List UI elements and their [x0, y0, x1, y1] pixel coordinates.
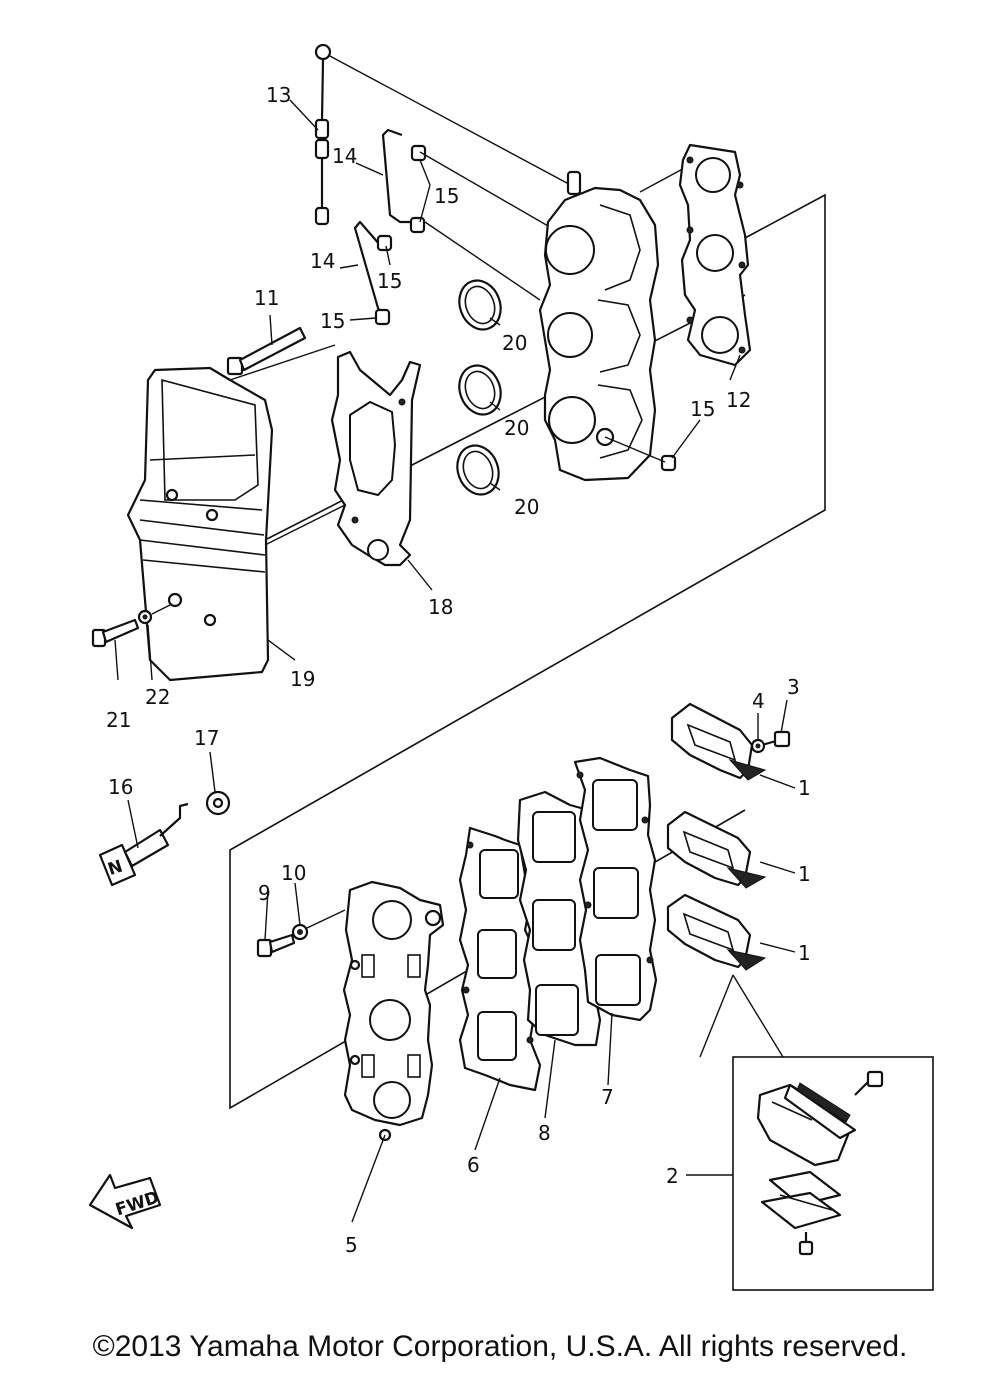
- callout-14-lower: 14: [310, 249, 335, 273]
- callout-15-c: 15: [320, 309, 345, 333]
- part-11-bolt[interactable]: [226, 326, 307, 376]
- part-20-o-rings[interactable]: [451, 275, 508, 501]
- callout-17: 17: [194, 726, 219, 750]
- callout-1-middle: 1: [798, 862, 811, 886]
- callout-9: 9: [258, 881, 271, 905]
- copyright-notice: ©2013 Yamaha Motor Corporation, U.S.A. A…: [92, 1330, 908, 1363]
- callout-3: 3: [787, 675, 800, 699]
- neutral-badge: N: [105, 857, 125, 880]
- part-4-washer[interactable]: [750, 738, 766, 754]
- callout-labels: 13 14 15 14 15 11 15 20 12 15 20 20 18 1…: [106, 83, 811, 1257]
- part-6-gasket[interactable]: [458, 826, 542, 1092]
- part-22-washer[interactable]: [137, 603, 173, 625]
- part-10-washer[interactable]: [291, 909, 346, 941]
- callout-15-a: 15: [434, 184, 459, 208]
- callout-6: 6: [467, 1153, 480, 1177]
- callout-22: 22: [145, 685, 170, 709]
- part-7-gasket[interactable]: [573, 756, 658, 1022]
- part-15-clips[interactable]: [374, 144, 677, 472]
- callout-5: 5: [345, 1233, 358, 1257]
- callout-2: 2: [666, 1164, 679, 1188]
- callout-8: 8: [538, 1121, 551, 1145]
- callout-1-upper: 1: [798, 776, 811, 800]
- callout-11: 11: [254, 286, 279, 310]
- part-9-bolt[interactable]: [256, 933, 296, 958]
- part-17-grommet[interactable]: [205, 790, 231, 816]
- callout-14-upper: 14: [332, 144, 357, 168]
- callout-13: 13: [266, 83, 291, 107]
- callout-21: 21: [106, 708, 131, 732]
- part-13-link-rod[interactable]: [314, 43, 581, 226]
- leader-lines: [114, 99, 796, 1223]
- part-16-neutral-switch[interactable]: [98, 802, 189, 887]
- callout-12: 12: [726, 388, 751, 412]
- callout-19: 19: [290, 667, 315, 691]
- part-1-reed-valve-lower[interactable]: [666, 893, 767, 971]
- callout-4: 4: [752, 689, 765, 713]
- callout-15-d: 15: [690, 397, 715, 421]
- part-3-screw[interactable]: [761, 730, 791, 748]
- fwd-arrow-icon: FWD: [88, 1173, 162, 1230]
- neutral-label: N: [105, 857, 125, 880]
- carburetor-assembly[interactable]: [538, 164, 691, 482]
- callout-20-b: 20: [504, 416, 529, 440]
- callout-18: 18: [428, 595, 453, 619]
- part-2-reed-valve-detail[interactable]: [756, 1070, 884, 1256]
- part-5-reed-housing[interactable]: [342, 880, 445, 1142]
- callout-16: 16: [108, 775, 133, 799]
- part-21-bolt[interactable]: [91, 618, 140, 648]
- part-1-reed-valve-upper[interactable]: [670, 702, 767, 781]
- callout-7: 7: [601, 1085, 614, 1109]
- part-18-bracket-plate[interactable]: [330, 350, 422, 567]
- part-8-reed-plate[interactable]: [516, 790, 602, 1047]
- callout-10: 10: [281, 861, 306, 885]
- part-12-gasket[interactable]: [678, 143, 752, 367]
- callout-20-c: 20: [514, 495, 539, 519]
- callout-1-lower: 1: [798, 941, 811, 965]
- part-19-silencer-cover[interactable]: [126, 344, 346, 682]
- reed-valve-detail-frame: [699, 974, 934, 1291]
- callout-15-b: 15: [377, 269, 402, 293]
- part-1-reed-valve-middle[interactable]: [666, 810, 767, 889]
- callout-20-a: 20: [502, 331, 527, 355]
- part-14-rod-upper[interactable]: [381, 128, 422, 224]
